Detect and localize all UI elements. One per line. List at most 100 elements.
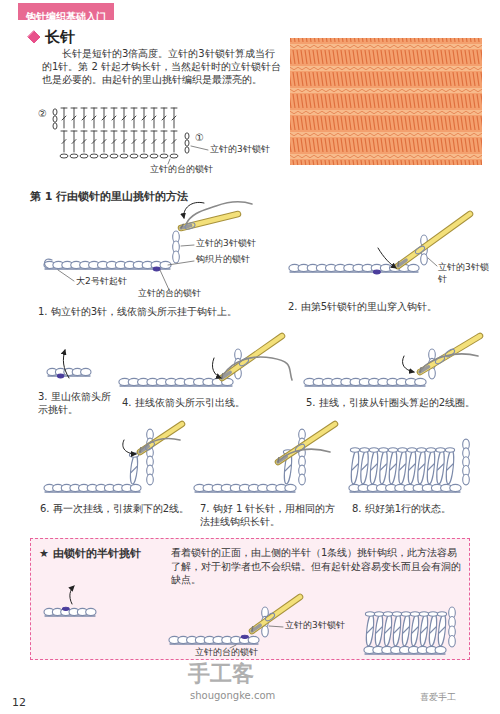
chart-double-crochet — [151, 131, 157, 152]
row-number: ② — [38, 107, 47, 120]
chart-chain — [130, 154, 138, 158]
stitch-top — [419, 612, 428, 616]
back-bump-mark — [153, 267, 160, 271]
chart-double-crochet — [161, 108, 167, 128]
chart-chain — [185, 140, 189, 146]
stitch-top — [398, 448, 407, 452]
hook-outline — [140, 424, 182, 452]
part-label: 大2号针起针 — [76, 276, 127, 288]
step-caption: 7. 钩好 1 针长针，用相同的方法挂线钩织长针。 — [200, 502, 340, 528]
stitch-bar — [409, 464, 415, 470]
stitch-bar — [390, 464, 396, 470]
chart-chain — [185, 147, 189, 153]
stitch-post — [436, 450, 446, 484]
chart-double-crochet — [131, 108, 137, 128]
chart-double-crochet — [171, 108, 177, 128]
stitch-bar — [412, 627, 418, 633]
chart-double-crochet — [151, 108, 157, 128]
yarn — [141, 438, 180, 450]
chart-double-crochet — [101, 131, 107, 152]
stitch-post — [398, 450, 408, 484]
stitch-post — [388, 450, 398, 484]
hook-outline — [398, 214, 470, 266]
stitch-top — [426, 448, 435, 452]
tip-box-ground — [30, 538, 470, 660]
direction-arrow — [63, 350, 69, 378]
watermark: shougongke.com — [190, 689, 275, 702]
stitch-top — [428, 612, 437, 616]
step-caption: 8. 织好第1行的状态。 — [352, 502, 482, 515]
chart-double-crochet — [91, 108, 97, 128]
standing-chain — [147, 474, 154, 485]
stitch-post — [419, 614, 429, 646]
stitch-post — [392, 614, 402, 646]
chart-chain — [80, 154, 88, 158]
chart-chain — [100, 154, 108, 158]
stitch-bar — [403, 627, 409, 633]
stitch-bar — [394, 627, 400, 633]
stitch-post — [379, 450, 389, 484]
stitch-top — [383, 612, 392, 616]
swatch-photo — [290, 38, 482, 165]
part-label: 立针的3针锁针 — [438, 262, 492, 285]
yarn — [224, 357, 292, 380]
direction-arrow — [212, 358, 221, 378]
chart-double-crochet — [131, 131, 137, 152]
hook-shaft — [398, 214, 470, 266]
chart-label: 立针的台的锁针 — [150, 164, 213, 176]
stitch-bar — [285, 465, 291, 471]
stitch-top — [407, 448, 416, 452]
stitch-post — [360, 450, 370, 484]
stitch-bar — [371, 464, 377, 470]
stitch-bar — [362, 464, 368, 470]
stitch-post — [410, 614, 420, 646]
chart-chain — [185, 133, 189, 139]
chain-loop — [81, 368, 91, 375]
chain-back-strand — [290, 271, 418, 272]
direction-arrow — [184, 202, 204, 218]
title-bullet — [28, 31, 40, 43]
stitch-top — [436, 448, 445, 452]
chart-double-crochet — [121, 131, 127, 152]
part-label: 立针的台的锁针 — [138, 288, 201, 300]
stitch-post — [369, 450, 379, 484]
hook-shaft — [140, 424, 182, 452]
stitch-top — [365, 612, 374, 616]
chain-loop — [285, 484, 296, 491]
hook-shaft — [278, 424, 335, 462]
chart-double-crochet — [141, 131, 147, 152]
standing-chain — [299, 474, 306, 485]
step-caption: 4. 挂线依箭头所示引出线。 — [122, 396, 292, 409]
hook-lip — [397, 262, 399, 266]
leader-line — [428, 258, 437, 266]
stitch-post — [365, 614, 375, 646]
stitch-top — [437, 612, 446, 616]
stitch-post — [383, 614, 393, 646]
yarn — [280, 449, 330, 460]
row-number: ① — [195, 131, 204, 144]
part-label: 立针的台的锁针 — [195, 647, 258, 659]
stitch-post — [401, 614, 411, 646]
part-label: 钩织片的锁针 — [196, 254, 250, 266]
chart-chain — [60, 154, 68, 158]
stitch-bar — [131, 467, 137, 473]
direction-arrow — [123, 440, 136, 454]
standing-chain — [262, 626, 269, 637]
stitch-top — [388, 448, 397, 452]
chart-chain — [53, 109, 57, 115]
stitch-post — [428, 614, 438, 646]
stitch-top — [445, 448, 454, 452]
part-label: 立针的3针锁针 — [285, 620, 345, 632]
step-caption: 2. 由第5针锁针的里山穿入钩针。 — [288, 300, 488, 313]
chart-double-crochet — [141, 108, 147, 128]
stitch-bar — [421, 627, 427, 633]
section-heading: 第 1 行由锁针的里山挑针的方法 — [30, 190, 188, 204]
page-number: 12 — [12, 696, 26, 710]
leader-line — [58, 270, 74, 281]
stitch-bar — [430, 627, 436, 633]
chain-back-strand — [45, 268, 170, 269]
stitch-top — [379, 448, 388, 452]
slip-knot — [45, 259, 52, 268]
chain-loop — [408, 264, 419, 271]
stitch-top — [392, 612, 401, 616]
